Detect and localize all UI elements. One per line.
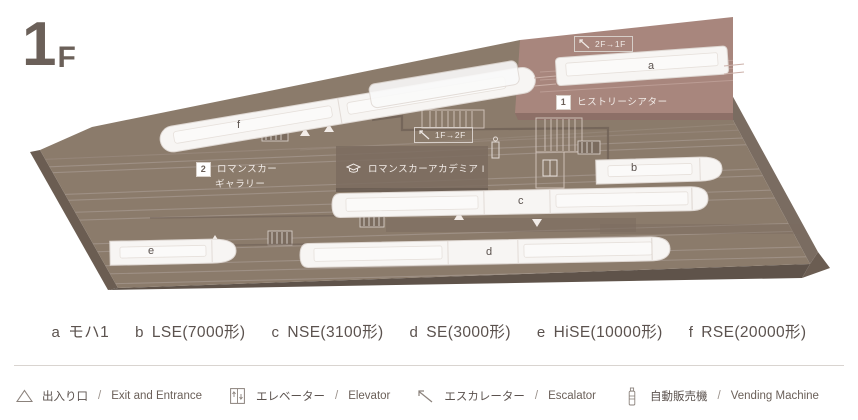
floor-map-svg bbox=[30, 17, 830, 290]
car-name: NSE(3100形) bbox=[287, 324, 384, 341]
floor-number: 1 bbox=[22, 10, 57, 79]
car-legend-item: b LSE(7000形) bbox=[135, 320, 245, 342]
vending-machine-icon bbox=[491, 136, 500, 159]
legend-separator: / bbox=[334, 390, 339, 402]
escalator-badge-2f-1f[interactable]: 2F→1F bbox=[574, 36, 633, 52]
car-key: f bbox=[688, 324, 694, 341]
legend-label-jp: 出入り口 bbox=[42, 391, 88, 403]
legend-label-jp: エスカレーター bbox=[444, 391, 525, 403]
train-c[interactable] bbox=[331, 186, 709, 218]
car-name: HiSE(10000形) bbox=[553, 324, 663, 341]
icon-legend: 出入り口 / Exit and Entrance エレベーター / Elevat… bbox=[14, 381, 844, 411]
car-legend-list: a モハ1 b LSE(7000形) c NSE(3100形) d SE(300… bbox=[0, 320, 858, 342]
legend-label-en: Vending Machine bbox=[730, 390, 819, 402]
legend-item-escalator: エスカレーター / Escalator bbox=[416, 386, 596, 406]
escalator-icon bbox=[579, 39, 590, 49]
escalator-icon bbox=[419, 130, 430, 140]
floor-suffix: F bbox=[57, 41, 76, 74]
escalator-badge-1f-2f[interactable]: 1F→2F bbox=[414, 127, 473, 143]
legend-separator: / bbox=[98, 390, 102, 402]
car-legend-item: a モハ1 bbox=[52, 320, 110, 342]
legend-label-jp: 自動販売機 bbox=[650, 391, 708, 403]
legend-label-jp: エレベーター bbox=[255, 391, 325, 403]
car-key: a bbox=[51, 324, 61, 341]
train-a[interactable] bbox=[533, 45, 745, 87]
divider bbox=[14, 365, 844, 366]
car-key: e bbox=[536, 324, 546, 341]
train-e[interactable] bbox=[109, 238, 237, 266]
legend-separator: / bbox=[717, 390, 721, 402]
legend-label-en: Exit and Entrance bbox=[111, 390, 202, 402]
legend-label-en: Escalator bbox=[548, 390, 597, 402]
car-legend-item: f RSE(20000形) bbox=[689, 320, 807, 342]
car-key: c bbox=[271, 324, 280, 341]
legend-item-exit: 出入り口 / Exit and Entrance bbox=[14, 386, 202, 406]
car-name: SE(3000形) bbox=[426, 324, 511, 341]
car-name: LSE(7000形) bbox=[151, 324, 246, 341]
escalator-label: 1F→2F bbox=[435, 130, 466, 140]
floor-base-edge bbox=[30, 84, 830, 290]
legend-item-elevator: エレベーター / Elevator bbox=[228, 386, 390, 406]
legend-label-en: Elevator bbox=[348, 390, 391, 402]
car-key: d bbox=[409, 324, 419, 341]
vending-machine-icon bbox=[622, 386, 642, 406]
car-key: b bbox=[135, 324, 144, 341]
car-legend-item: d SE(3000形) bbox=[410, 320, 511, 342]
train-b[interactable] bbox=[595, 156, 723, 185]
car-name: RSE(20000形) bbox=[701, 324, 807, 341]
page-title: 1 F bbox=[22, 14, 76, 76]
car-legend-item: e HiSE(10000形) bbox=[537, 320, 663, 342]
train-d[interactable] bbox=[299, 236, 671, 268]
exit-triangle-icon bbox=[14, 386, 34, 406]
elevator-icon bbox=[228, 386, 248, 406]
train-f[interactable] bbox=[158, 60, 537, 154]
escalator-icon bbox=[416, 386, 436, 406]
escalator-label: 2F→1F bbox=[595, 39, 626, 49]
legend-item-vending: 自動販売機 / Vending Machine bbox=[622, 386, 819, 406]
car-legend-item: c NSE(3100形) bbox=[271, 320, 383, 342]
car-name: モハ1 bbox=[68, 324, 110, 341]
legend-separator: / bbox=[534, 390, 539, 402]
